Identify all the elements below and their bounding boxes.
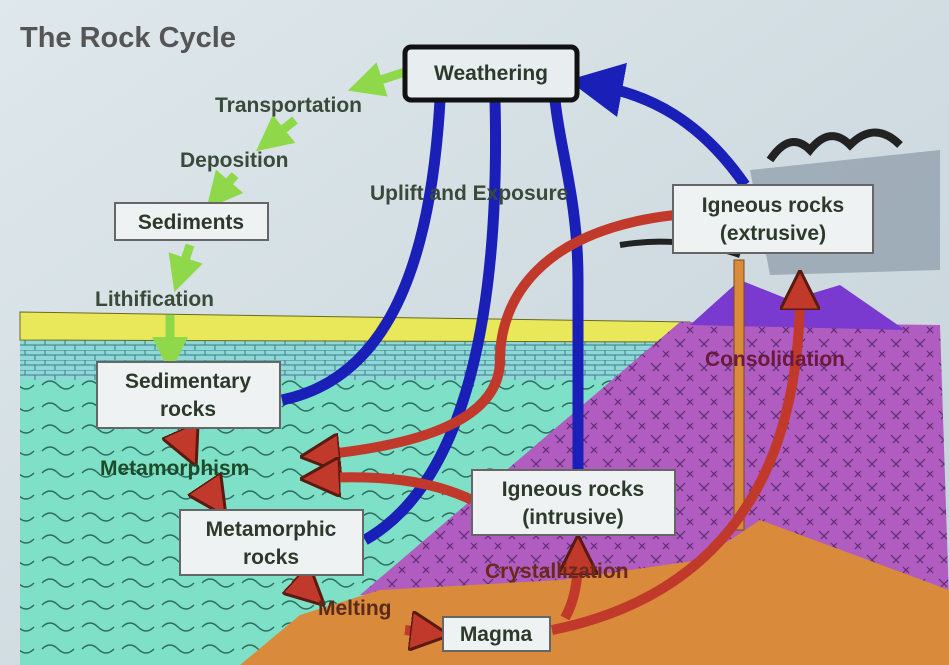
- metamorphic-sublabel: rocks: [243, 546, 299, 569]
- uplift-arrow-igneous: [549, 99, 584, 470]
- arrow-deposition-sediments: [206, 169, 244, 209]
- weathering-label: Weathering: [434, 62, 548, 85]
- lithification-label: Lithification: [95, 288, 214, 311]
- sediments-box: Sediments: [114, 202, 269, 241]
- metamorphic-rocks-box: Metamorphic rocks: [179, 509, 364, 576]
- magma-label: Magma: [460, 623, 533, 646]
- arrow-sedimentary-metamorphism: [180, 430, 188, 448]
- arrow-magma-extrusive: [551, 290, 800, 635]
- igneous-extrusive-sublabel: (extrusive): [720, 222, 826, 245]
- sedimentary-label: Sedimentary: [125, 370, 251, 393]
- arrow-extrusive-weathering: [567, 62, 750, 189]
- uplift-arrow-sedimentary: [280, 99, 446, 406]
- igneous-intrusive-box: Igneous rocks (intrusive): [471, 469, 676, 536]
- arrow-transportation-deposition: [255, 114, 298, 152]
- arrow-metamorphic-melting: [295, 578, 310, 592]
- volcanic-vent: [733, 259, 745, 531]
- smoke-icon: [766, 128, 903, 163]
- sedimentary-sublabel: rocks: [160, 398, 216, 421]
- arrow-magma-crystallization: [565, 555, 578, 621]
- green-arrows: [152, 62, 407, 373]
- arrow-weathering-transportation: [347, 62, 407, 97]
- arrow-sediments-lithification: [168, 243, 203, 293]
- igneous-extrusive-label: Igneous rocks: [702, 194, 844, 217]
- consolidation-label: Consolidation: [705, 348, 845, 371]
- melting-label: Melting: [318, 597, 392, 620]
- igneous-intrusive-label: Igneous rocks: [502, 478, 644, 501]
- metamorphic-label: Metamorphic: [206, 518, 337, 541]
- igneous-intrusive-sublabel: (intrusive): [522, 506, 624, 529]
- arrow-intrusive-metamorphism: [320, 477, 475, 505]
- igneous-extrusive-box: Igneous rocks (extrusive): [672, 184, 874, 254]
- sedimentary-rocks-box: Sedimentary rocks: [96, 361, 281, 429]
- transportation-label: Transportation: [215, 94, 362, 117]
- uplift-arrow-metamorphic: [362, 99, 501, 545]
- magma-box: Magma: [442, 616, 551, 652]
- metamorphism-label: Metamorphism: [100, 457, 249, 480]
- deposition-label: Deposition: [180, 149, 289, 172]
- arrow-melting-magma: [404, 630, 430, 633]
- sediments-label: Sediments: [138, 211, 244, 234]
- crystallization-label: Crystallization: [485, 560, 629, 583]
- weathering-box: Weathering: [402, 44, 580, 103]
- arrow-metamorphism-metamorphic: [205, 485, 215, 500]
- diagram-title: The Rock Cycle: [20, 22, 236, 54]
- blue-arrows: [280, 62, 750, 545]
- uplift-label: Uplift and Exposure: [370, 182, 568, 205]
- red-arrows: [180, 210, 800, 635]
- arrow-extrusive-metamorphism: [320, 210, 676, 455]
